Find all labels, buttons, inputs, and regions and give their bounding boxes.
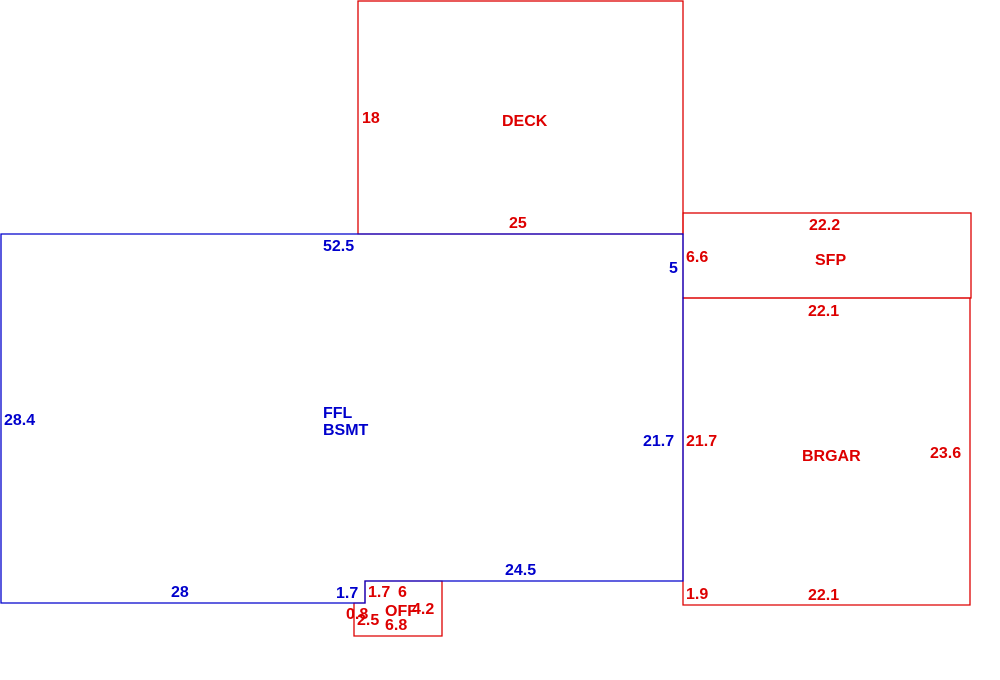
deck-label: DECK: [502, 113, 548, 130]
main-dim-left: 28.4: [4, 412, 35, 429]
brgar-dim-bottom: 22.1: [808, 587, 839, 604]
main-dim-bottom-right: 24.5: [505, 562, 536, 579]
main-area-outline: [0, 233, 684, 604]
main-dim-top: 52.5: [323, 238, 354, 255]
off-dim-right: 4.2: [412, 601, 434, 618]
deck-dim-left: 18: [362, 110, 380, 127]
main-label-line2: BSMT: [323, 422, 369, 439]
sfp-dim-bottom: 22.1: [808, 303, 839, 320]
main-dim-step: 1.7: [336, 585, 358, 602]
deck-dim-bottom: 25: [509, 215, 527, 232]
brgar-dim-right: 23.6: [930, 445, 961, 462]
brgar-label: BRGAR: [802, 448, 861, 465]
brgar-dim-step: 1.9: [686, 586, 708, 603]
main-dim-bottom-left: 28: [171, 584, 189, 601]
main-dim-right-lower: 21.7: [643, 433, 674, 450]
main-dim-right-upper: 5: [669, 260, 678, 277]
sfp-dim-top: 22.2: [809, 217, 840, 234]
off-dim-left: 0.8: [346, 606, 368, 623]
sfp-dim-left: 6.6: [686, 249, 708, 266]
off-label: OFF: [385, 603, 417, 620]
sfp-label: SFP: [815, 252, 846, 269]
off-dim-bottom: 6.8: [385, 617, 407, 634]
off-dim-left-b: 2.5: [357, 612, 379, 629]
off-dim-top-b: 6: [398, 584, 407, 601]
off-dim-top-a: 1.7: [368, 584, 390, 601]
brgar-dim-left: 21.7: [686, 433, 717, 450]
main-label-line1: FFL: [323, 405, 353, 422]
